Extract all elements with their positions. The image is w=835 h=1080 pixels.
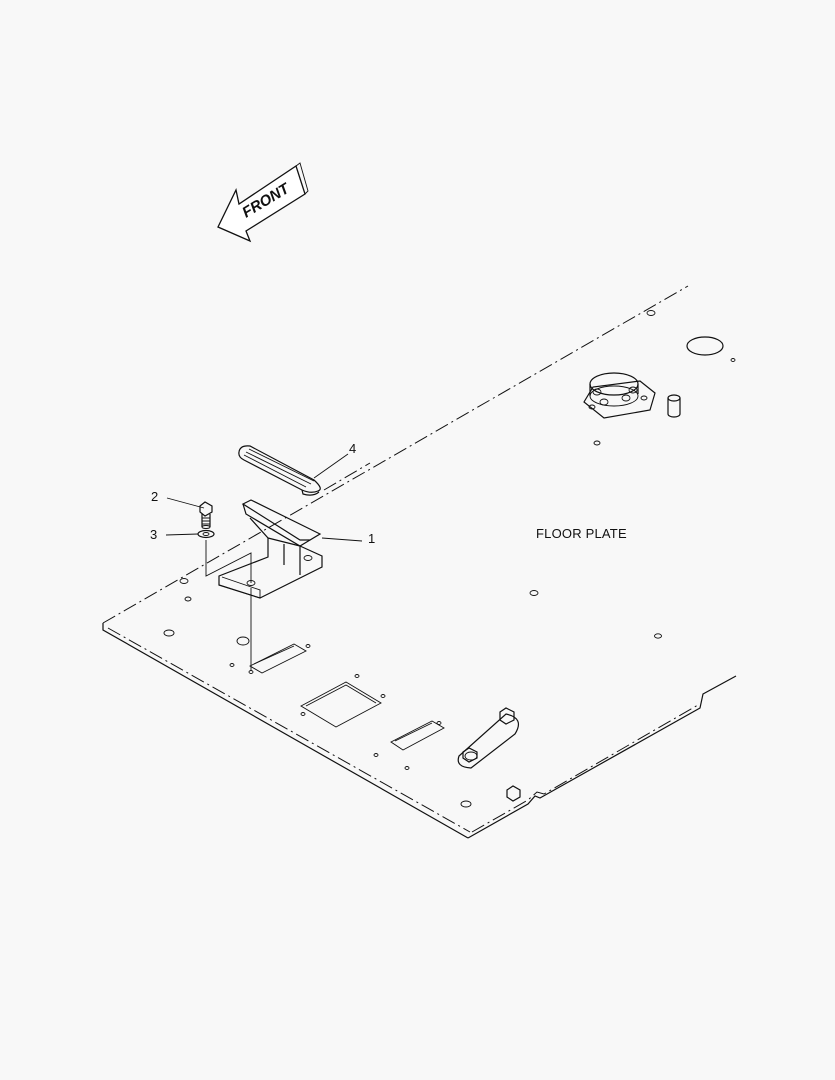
front-arrow: FRONT [217,162,309,243]
washer [197,529,215,539]
pedal-bracket [218,499,323,599]
flange-cup [583,372,656,419]
pedal-pad [238,445,321,496]
floor-plate-back-edge [102,285,689,624]
floor-plate-right-edge [467,675,737,839]
link-bracket [457,707,520,769]
leader-lines [165,453,363,542]
standoff-post [667,394,681,418]
callout-1: 1 [368,531,375,546]
floor-plate-label: FLOOR PLATE [536,526,627,541]
callout-3: 3 [150,527,157,542]
floor-plate-holes [163,310,736,808]
callout-4: 4 [349,441,356,456]
assembly-guides [205,462,371,670]
callout-2: 2 [151,489,158,504]
floor-plate [102,285,737,839]
floor-plate-cutouts [249,643,445,751]
access-hole [686,336,724,356]
floor-plate-front-edge [102,623,469,839]
edge-nut [506,785,521,802]
bolt [199,501,213,529]
direction-arrow-icon [217,164,306,243]
